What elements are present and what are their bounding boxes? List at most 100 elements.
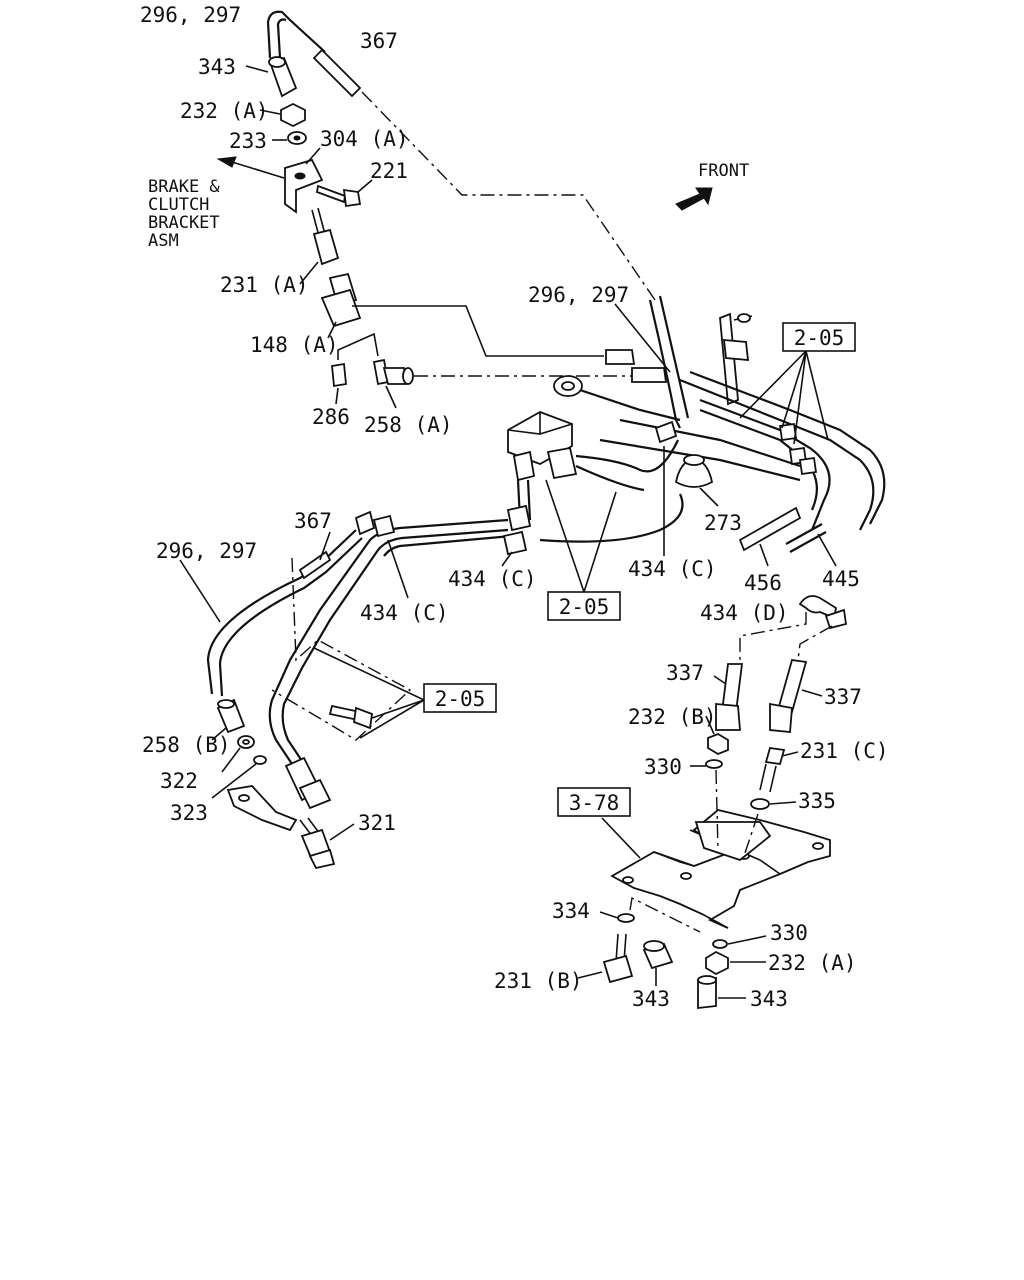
note-line-3: BRACKET: [148, 213, 220, 233]
fitting-258a: [372, 358, 414, 386]
left-mounting-bracket: [226, 785, 298, 832]
label-322: 322: [160, 769, 198, 793]
ref-box-205-left[interactable]: 2-05: [423, 683, 497, 713]
front-arrow-icon: [675, 187, 713, 211]
stud-231c: [759, 746, 786, 793]
hose-445: [785, 523, 827, 553]
label-231a: 231 (A): [220, 273, 309, 297]
label-434c-center: 434 (C): [448, 567, 537, 591]
pipe-337-right: [769, 658, 808, 733]
label-367-top: 367: [360, 29, 398, 53]
label-434c-left: 434 (C): [360, 601, 449, 625]
washer-335: [750, 798, 770, 810]
label-258b: 258 (B): [142, 733, 231, 757]
bolt-221: [315, 184, 362, 208]
hose-296-297-left: [206, 529, 363, 697]
left-hose-end-fitting: [284, 756, 332, 810]
pipe-337-left: [715, 663, 744, 731]
washer-323: [253, 755, 267, 765]
label-232a-bottom: 232 (A): [768, 951, 857, 975]
clip-434c-right-group: [654, 420, 818, 476]
label-148a: 148 (A): [250, 333, 339, 357]
nut-343-bottom: [697, 975, 717, 1010]
label-296-297-left: 296, 297: [156, 539, 257, 563]
bracket-304a: [284, 158, 324, 214]
upper-right-bracket: [719, 312, 753, 406]
ref-205-left-text: 2-05: [435, 687, 486, 711]
guide-line-top: [361, 91, 656, 301]
label-330-top: 330: [644, 755, 682, 779]
base-bracket-378: [610, 809, 831, 929]
left-bracket-outline: [271, 557, 412, 741]
label-334: 334: [552, 899, 590, 923]
label-286: 286: [312, 405, 350, 429]
horizontal-hose-bundle: [575, 370, 886, 531]
label-296-297-mid: 296, 297: [528, 283, 629, 307]
label-434c-right: 434 (C): [628, 557, 717, 581]
inline-fitting: [605, 349, 668, 383]
stud-231a: [311, 207, 340, 266]
label-367-left: 367: [294, 509, 332, 533]
front-label: FRONT: [698, 161, 749, 181]
ref-378-text: 3-78: [569, 791, 620, 815]
label-343-center: 343: [632, 987, 670, 1011]
main-block: [507, 411, 578, 482]
label-321: 321: [358, 811, 396, 835]
brake-clutch-note: BRAKE & CLUTCH BRACKET ASM: [148, 177, 220, 251]
boot-273: [674, 454, 714, 488]
nut-343-top: [268, 56, 298, 98]
label-304a: 304 (A): [320, 127, 409, 151]
nut-343-center: [642, 940, 674, 970]
label-456: 456: [744, 571, 782, 595]
label-335: 335: [798, 789, 836, 813]
label-337-left: 337: [666, 661, 704, 685]
note-line-2: CLUTCH: [148, 195, 209, 215]
clip-434c-center: [502, 504, 532, 556]
ring-terminal: [553, 375, 681, 422]
connector-leader: [352, 305, 604, 357]
label-323: 323: [170, 801, 208, 825]
stud-231b: [602, 933, 634, 984]
note-line-4: ASM: [148, 231, 179, 251]
clip-434d-guide: [739, 612, 807, 664]
ref-box-378[interactable]: 3-78: [557, 787, 631, 817]
fitting-258b: [216, 698, 246, 734]
label-258a: 258 (A): [364, 413, 453, 437]
washer-322: [237, 735, 255, 749]
label-273: 273: [704, 511, 742, 535]
washer-233: [287, 131, 307, 145]
nut-232b: [707, 732, 729, 756]
ref-205-top-text: 2-05: [794, 326, 845, 350]
label-434d: 434 (D): [700, 601, 789, 625]
label-296-297-top: 296, 297: [140, 3, 241, 27]
brake-arrow-icon: [216, 156, 285, 179]
washer-334: [617, 913, 635, 923]
label-233: 233: [229, 129, 267, 153]
label-330-bottom: 330: [770, 921, 808, 945]
nut-232a-bottom: [705, 950, 729, 976]
label-232a-top: 232 (A): [180, 99, 269, 123]
label-232b: 232 (B): [628, 705, 717, 729]
elbow-321: [299, 817, 336, 870]
label-343-bottom: 343: [750, 987, 788, 1011]
connector-148a: [320, 272, 362, 328]
hose-296-297-top: [266, 10, 362, 98]
label-337-right: 337: [824, 685, 862, 709]
note-line-1: BRAKE &: [148, 177, 220, 197]
ref-205-center-text: 2-05: [559, 595, 610, 619]
ref-box-205-top[interactable]: 2-05: [782, 322, 856, 352]
nut-232a-top: [280, 102, 306, 128]
ref-box-205-center[interactable]: 2-05: [547, 591, 621, 621]
clip-434c-left: [354, 510, 396, 538]
label-221: 221: [370, 159, 408, 183]
label-231c: 231 (C): [800, 739, 889, 763]
label-343-top: 343: [198, 55, 236, 79]
bolt-left-2-05: [328, 704, 373, 730]
label-231b: 231 (B): [494, 969, 583, 993]
label-445: 445: [822, 567, 860, 591]
hose-456: [738, 506, 802, 552]
clip-434d: [798, 595, 848, 630]
washer-330-top: [705, 759, 723, 769]
washer-330-bottom: [712, 939, 728, 949]
